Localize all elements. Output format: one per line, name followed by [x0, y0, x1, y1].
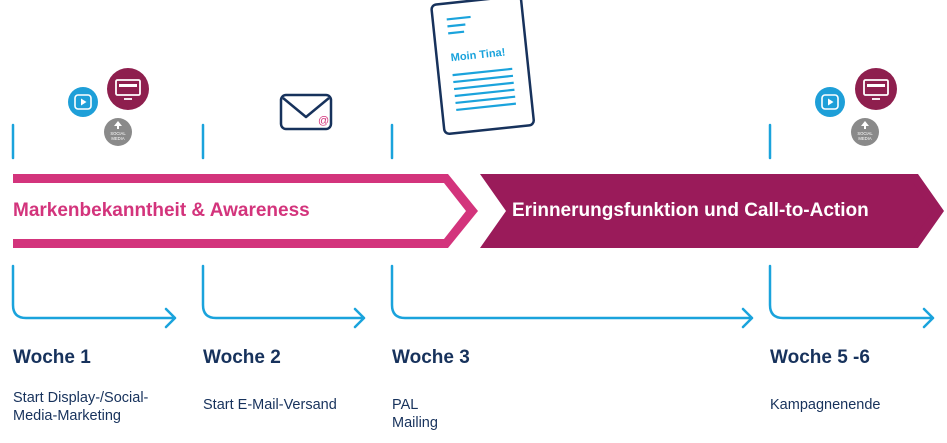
- milestone-week-1-title: Woche 1: [13, 347, 91, 368]
- milestone-week-5-6-line-1: Kampagnenende: [770, 397, 881, 413]
- week-5-arrow: [768, 264, 935, 329]
- week-2-arrow: [201, 264, 366, 329]
- week-3-arrow: [390, 264, 754, 329]
- milestone-week-2-title: Woche 2: [203, 347, 281, 368]
- social-media-icon-label-2: MEDIA: [858, 136, 871, 141]
- social-media-icon: SOCIAL MEDIA: [104, 118, 132, 146]
- video-play-icon: [815, 87, 845, 117]
- milestone-week-5-6-title: Woche 5 -6: [770, 347, 870, 368]
- milestone-week-2-description: Start E-Mail-Versand: [203, 396, 337, 414]
- milestone-week-1-description: Start Display-/Social- Media-Marketing: [13, 389, 148, 425]
- milestone-week-3-line-2: Mailing: [392, 415, 438, 431]
- phase-arrow-awareness-inner: [13, 183, 466, 239]
- letter-greeting-text: Moin Tina!: [450, 47, 506, 65]
- channel-icons-week-5: SOCIAL MEDIA: [815, 68, 897, 146]
- svg-text:@: @: [318, 115, 329, 127]
- phase-label-awareness: Markenbekanntheit & Awareness: [13, 200, 310, 221]
- phase-arrow-reminder-inner: [488, 183, 933, 239]
- milestone-week-1-line-1: Start Display-/Social-: [13, 390, 149, 406]
- milestone-week-5-6-description: Kampagnenende: [770, 396, 880, 414]
- milestone-week-3-title: Woche 3: [392, 347, 470, 368]
- channel-icons-week-1: SOCIAL MEDIA: [68, 68, 149, 146]
- phase-label-reminder: Erinnerungsfunktion und Call-to-Action: [512, 200, 869, 221]
- email-envelope-icon: @: [279, 93, 333, 131]
- social-media-icon-label-1: SOCIAL: [857, 131, 873, 136]
- social-media-icon-label-1: SOCIAL: [110, 131, 126, 136]
- video-play-icon: [68, 87, 98, 117]
- milestone-week-3-line-1: PAL: [392, 397, 419, 413]
- display-monitor-icon: [107, 68, 149, 110]
- timeline-arrows-bottom: [11, 264, 935, 329]
- milestone-week-2-line-1: Start E-Mail-Versand: [203, 397, 337, 413]
- social-media-icon-label-2: MEDIA: [111, 136, 124, 141]
- timeline-ticks-top: [11, 123, 772, 160]
- display-monitor-icon: [855, 68, 897, 110]
- social-media-icon: SOCIAL MEDIA: [851, 118, 879, 146]
- week-1-arrow: [11, 264, 177, 329]
- letter-document-icon: Moin Tina!: [430, 0, 535, 136]
- milestone-week-1-line-2: Media-Marketing: [13, 408, 121, 424]
- milestone-week-3-description: PAL Mailing: [392, 396, 438, 432]
- phase-band: [13, 174, 944, 248]
